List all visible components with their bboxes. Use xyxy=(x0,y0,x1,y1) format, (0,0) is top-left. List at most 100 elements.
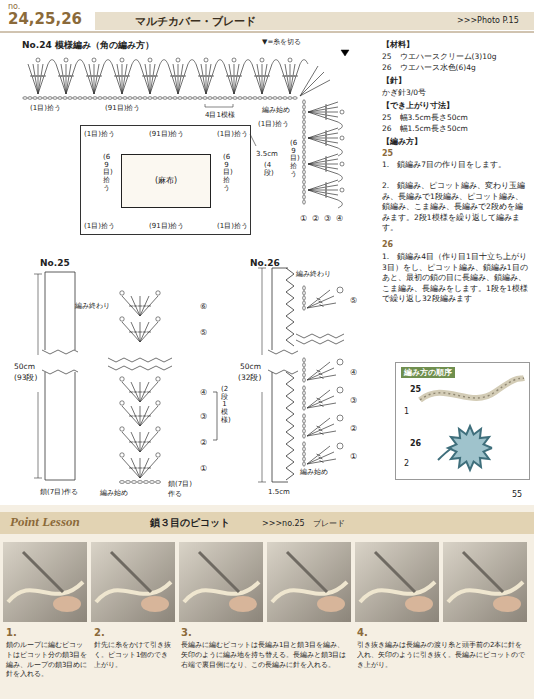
chain-stitch xyxy=(38,97,42,100)
chain-stitch xyxy=(243,97,247,100)
stitch-line xyxy=(126,76,130,77)
lesson-photo xyxy=(267,542,351,622)
label: ③ xyxy=(350,396,357,406)
chain-arc xyxy=(338,200,343,208)
stitch-line xyxy=(122,458,140,478)
chain-stitch xyxy=(288,97,292,100)
chain-stitch xyxy=(248,97,252,100)
node-text: 26 xyxy=(410,439,421,449)
edging-sample xyxy=(448,426,492,470)
chain-stitch xyxy=(293,97,297,100)
stitch-line xyxy=(147,442,151,443)
edging-tail xyxy=(438,448,452,460)
stitch-line xyxy=(307,424,334,436)
label: 1. xyxy=(6,627,17,640)
label: 引き抜き編みは長編みの渡り糸と頭手前の2本に針を入れ、矢印のように引き抜く。長編… xyxy=(357,641,527,670)
chain-stitch xyxy=(303,414,306,418)
stitch-line xyxy=(463,552,503,592)
stitch-line xyxy=(196,64,206,94)
stitch-line xyxy=(84,64,94,94)
label: 50cm xyxy=(240,362,261,371)
break-mark xyxy=(42,370,78,374)
chain-stitch xyxy=(123,97,127,100)
label: 【針】 xyxy=(382,76,406,86)
stitch-line xyxy=(168,64,178,94)
label: 編み始め xyxy=(100,489,128,498)
stitch-line xyxy=(224,64,234,94)
chain-stitch xyxy=(233,97,237,100)
stitch-line xyxy=(122,64,127,94)
chain-stitch xyxy=(43,97,47,100)
picot-stitch xyxy=(156,317,160,321)
label: (93段) xyxy=(14,373,37,382)
stitch-line xyxy=(317,398,321,400)
picot-stitch xyxy=(232,58,236,62)
picot-stitch xyxy=(337,359,343,365)
break-mark xyxy=(296,340,344,344)
chain-stitch xyxy=(150,481,155,484)
chain-arc xyxy=(48,60,56,65)
stitch-line xyxy=(308,112,338,122)
braid-sample xyxy=(420,378,524,400)
stitch-line xyxy=(307,296,334,308)
chain-arc xyxy=(338,148,343,156)
stitch-line xyxy=(61,64,66,94)
chain-stitch xyxy=(303,358,306,362)
label: 編み終わり xyxy=(296,270,331,279)
chain-stitch xyxy=(303,286,306,290)
stitch-line xyxy=(129,332,133,333)
stitch-line xyxy=(308,138,338,139)
stitch-line xyxy=(199,552,239,592)
stitch-line xyxy=(320,433,324,435)
stitch-line xyxy=(262,64,272,94)
stitch-line xyxy=(252,64,262,94)
braid-strip-outline xyxy=(272,268,288,482)
chain-stitch xyxy=(88,97,92,100)
node-text: (1目)拾う xyxy=(84,130,115,139)
label: ③ xyxy=(200,412,207,422)
chain-stitch xyxy=(303,452,306,456)
chain-stitch xyxy=(68,97,72,100)
stitch-line xyxy=(140,458,158,478)
stitch-line xyxy=(129,392,133,393)
stitch-line xyxy=(266,76,270,77)
stitch-line xyxy=(317,426,321,428)
chain-stitch xyxy=(283,97,287,100)
chain-stitch xyxy=(303,378,306,382)
stitch-line xyxy=(206,64,207,94)
chain-stitch xyxy=(23,97,27,100)
stitch-line xyxy=(143,332,147,333)
chain-stitch xyxy=(303,442,306,446)
picot-stitch xyxy=(156,401,160,405)
stitch-line xyxy=(122,64,123,94)
label: (2段1模様) xyxy=(221,386,228,424)
stitch-line xyxy=(23,552,63,592)
stitch-line xyxy=(326,142,327,146)
chain-arc xyxy=(76,60,84,65)
label: ④ xyxy=(350,368,357,378)
stitch-line xyxy=(147,468,151,469)
chain-stitch xyxy=(303,462,306,466)
node-text: >>>no.25 ブレード xyxy=(262,519,345,529)
label: No.26 xyxy=(250,258,280,269)
stitch-line xyxy=(201,64,206,94)
stitch-line xyxy=(308,159,338,164)
picot-stitch xyxy=(204,58,208,62)
picot-stitch xyxy=(120,427,124,431)
chain-stitch xyxy=(163,97,167,100)
stitch-line xyxy=(122,406,140,426)
chain-stitch xyxy=(83,97,87,100)
stitch-line xyxy=(308,107,338,112)
stitch-line xyxy=(308,133,338,138)
chain-stitch xyxy=(303,396,306,400)
chain-stitch xyxy=(303,145,306,149)
chain-stitch xyxy=(263,97,267,100)
chain-stitch xyxy=(303,150,306,154)
chain-stitch xyxy=(193,97,197,100)
stitch-line xyxy=(38,64,39,94)
stitch-line xyxy=(134,442,138,443)
picot-stitch xyxy=(337,387,343,393)
hand xyxy=(141,596,169,612)
chain-stitch xyxy=(78,97,82,100)
stitch-line xyxy=(33,64,38,94)
